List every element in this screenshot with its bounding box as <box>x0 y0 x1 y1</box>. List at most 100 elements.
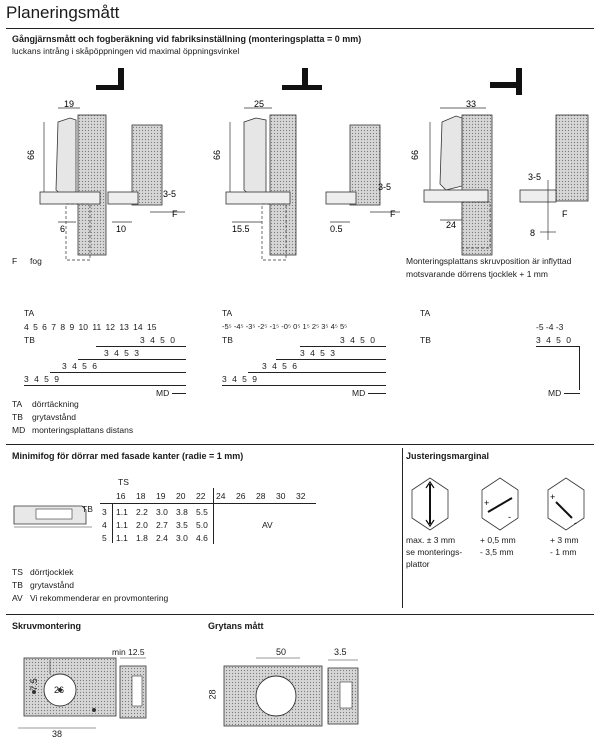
mf-row-0: 3 1.1 2.2 3.0 3.8 5.5 <box>102 507 216 517</box>
t3-ta-values: -5 -4 -3 <box>536 322 564 332</box>
fig2-gap: 3-5 <box>378 182 391 192</box>
just-1-l2: se monterings- <box>406 547 463 557</box>
t2-row-1: 3 4 5 3 <box>300 348 335 358</box>
t1-ta: TA <box>24 308 35 318</box>
hinge-diagrams: 19 66 3-5 6 10 F 25 66 3-5 15.5 0.5 F <box>26 68 589 261</box>
grytan-d3: 28 <box>207 689 218 700</box>
t3-ta: TA <box>420 308 431 318</box>
mf-row-1-tb: 4 <box>102 520 107 530</box>
mf-row-1-v3: 3.5 <box>176 520 188 530</box>
t1-rule-1 <box>78 359 186 360</box>
mf-row-0-v2: 3.0 <box>156 507 168 517</box>
screw-note-2: motsvarande dörrens tjocklek + 1 mm <box>406 269 548 279</box>
grytan-d2: 3.5 <box>334 647 347 657</box>
mf-tb-label: TB <box>82 504 93 514</box>
mf-row-1-v4: 5.0 <box>196 520 208 530</box>
t1-ta-values: 4 5 6 7 8 9 10 11 12 13 14 15 <box>24 322 157 332</box>
page-title: Planeringsmått <box>6 3 120 22</box>
adjust-icon-1 <box>411 477 449 531</box>
mf-row-2: 5 1.1 1.8 2.4 3.0 4.6 <box>102 533 216 543</box>
t2-md-rule <box>368 393 386 394</box>
fig1-a: 6 <box>60 224 65 234</box>
just-2-l1: + 0,5 mm <box>480 535 516 545</box>
mf-row-2-v4: 4.6 <box>196 533 208 543</box>
t1-rule-2 <box>50 372 186 373</box>
section1-heading: Gångjärnsmått och fogberäkning vid fabri… <box>12 34 362 44</box>
mf-row-1-v2: 2.7 <box>156 520 168 530</box>
mf-row-1: 4 1.1 2.0 2.7 3.5 5.0 <box>102 520 216 530</box>
grytan-diagram <box>223 657 359 727</box>
t1-rule-0 <box>96 346 186 347</box>
t2-rule-1 <box>276 359 386 360</box>
figure-2 <box>225 68 400 261</box>
t1-tb: TB <box>24 335 35 345</box>
svg-text:+: + <box>484 498 489 508</box>
legend-md-text: monteringsplattans distans <box>32 425 134 435</box>
fig3-a: 24 <box>446 220 456 230</box>
minimifog-heading: Minimifog för dörrar med fasade kanter (… <box>12 451 244 461</box>
mf-col-5: 24 <box>216 491 226 501</box>
t3-rule <box>536 346 580 347</box>
just-2-l2: - 3,5 mm <box>480 547 514 557</box>
mf-row-2-v2: 2.4 <box>156 533 168 543</box>
t3-tb: TB <box>420 335 431 345</box>
t1-row-1: 3 4 5 3 <box>104 348 139 358</box>
t2-rule-3 <box>222 385 386 386</box>
skruv-min: min 12.5 <box>112 647 145 657</box>
legend-ta-key: TA <box>12 399 23 409</box>
t1-row-0: 3 4 5 0 <box>140 335 175 345</box>
just-1-l1: max. ± 3 mm <box>406 535 456 545</box>
t3-row: 3 4 5 0 <box>536 335 571 345</box>
mf-legend-tb-key: TB <box>12 580 23 590</box>
fig2-a: 15.5 <box>232 224 250 234</box>
grytan-heading: Grytans mått <box>208 621 264 631</box>
mf-av: AV <box>262 520 273 530</box>
fig2-b: 0.5 <box>330 224 343 234</box>
figure-1 <box>39 68 185 261</box>
f-label: F <box>12 256 18 266</box>
mf-row-2-v0: 1.1 <box>116 533 128 543</box>
t2-rule-2 <box>248 372 386 373</box>
legend-ta-text: dörrtäckning <box>32 399 79 409</box>
justering-heading: Justeringsmarginal <box>406 451 490 461</box>
legend-md-key: MD <box>12 425 26 435</box>
mf-row-0-v0: 1.1 <box>116 507 128 517</box>
t1-row-3: 3 4 5 9 <box>24 374 59 384</box>
just-1-l3: plattor <box>406 559 430 569</box>
mf-row-2-v1: 1.8 <box>136 533 148 543</box>
mf-row-2-v3: 3.0 <box>176 533 188 543</box>
mf-col-3: 20 <box>176 491 186 501</box>
mf-row-2-tb: 5 <box>102 533 107 543</box>
legend-tb-text: grytavstånd <box>32 412 76 422</box>
section1-subheading: luckans intrång i skåpöppningen vid maxi… <box>12 46 240 56</box>
mf-col-2: 19 <box>156 491 166 501</box>
mf-col-0: 16 <box>116 491 126 501</box>
fig1-b: 10 <box>116 224 126 234</box>
mf-ts-label: TS <box>118 477 129 487</box>
t2-row-3: 3 4 5 9 <box>222 374 257 384</box>
mf-legend-ts-text: dörrtjocklek <box>30 567 74 577</box>
skruv-d2: 26 <box>54 685 65 695</box>
mf-columns: 16 18 19 20 22 24 26 28 30 32 <box>116 492 316 501</box>
mf-mid-rule <box>213 488 214 544</box>
t1-md: MD <box>156 388 170 398</box>
just-3-l1: + 3 mm <box>550 535 579 545</box>
legend-tb-key: TB <box>12 412 23 422</box>
skruv-d1: 7.5 <box>28 678 39 691</box>
t3-md-rule <box>564 393 580 394</box>
t1-rule-3 <box>24 385 186 386</box>
mf-col-4: 22 <box>196 491 206 501</box>
figure-3 <box>423 68 589 256</box>
justering-icons: + - + - <box>411 477 585 531</box>
mf-row-1-v0: 1.1 <box>116 520 128 530</box>
skruv-d3: 38 <box>52 729 63 739</box>
t2-row-0: 3 4 5 0 <box>340 335 375 345</box>
t1-md-rule <box>172 393 186 394</box>
fig2-h: 66 <box>212 150 222 160</box>
t3-md: MD <box>548 388 562 398</box>
mf-row-0-tb: 3 <box>102 507 107 517</box>
just-3-l2: - 1 mm <box>550 547 577 557</box>
mf-col-6: 26 <box>236 491 246 501</box>
adjust-icon-3: + - <box>547 477 585 531</box>
mf-col-8: 30 <box>276 491 286 501</box>
